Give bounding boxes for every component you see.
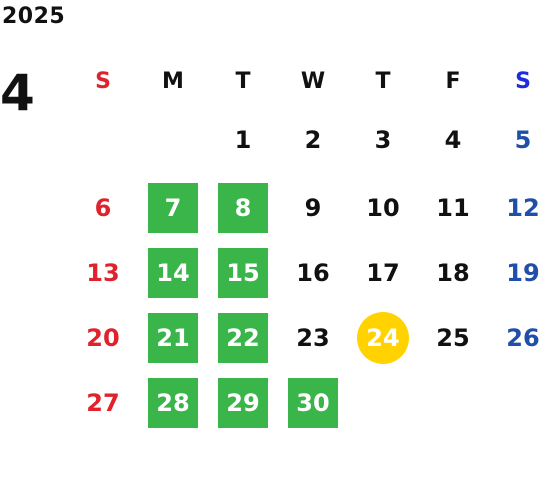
highlighted-day-cell[interactable]: 30 [278, 370, 348, 435]
day-number: 27 [86, 388, 120, 417]
day-number: 6 [94, 193, 112, 222]
day-number: 18 [436, 258, 470, 287]
day-number: 15 [218, 247, 268, 298]
day-number: 22 [218, 312, 268, 363]
day-number: 11 [436, 193, 470, 222]
day-number: 29 [218, 377, 268, 428]
day-number: 30 [288, 377, 338, 428]
day-number: 20 [86, 323, 120, 352]
day-number: 16 [296, 258, 330, 287]
highlighted-day-cell[interactable]: 8 [208, 175, 278, 240]
highlighted-day-cell[interactable]: 29 [208, 370, 278, 435]
empty-day-cell [138, 105, 208, 175]
day-number: 4 [444, 126, 462, 154]
day-number: 5 [514, 126, 532, 154]
day-cell[interactable]: 6 [68, 175, 138, 240]
day-cell[interactable]: 18 [418, 240, 488, 305]
day-cell[interactable]: 2 [278, 105, 348, 175]
month-label: 4 [0, 64, 35, 122]
day-cell[interactable]: 13 [68, 240, 138, 305]
day-cell[interactable]: 25 [418, 305, 488, 370]
day-number: 24 [357, 311, 409, 364]
weekday-header: W [300, 68, 326, 94]
day-number: 25 [436, 323, 470, 352]
day-number: 2 [304, 126, 322, 154]
highlighted-day-cell[interactable]: 15 [208, 240, 278, 305]
weekday-header: T [235, 68, 251, 94]
highlighted-day-cell[interactable]: 28 [138, 370, 208, 435]
day-number: 10 [366, 193, 400, 222]
day-cell[interactable]: 4 [418, 105, 488, 175]
day-number: 26 [506, 323, 540, 352]
empty-day-cell [348, 370, 418, 435]
highlighted-day-cell[interactable]: 21 [138, 305, 208, 370]
day-number: 3 [374, 126, 392, 154]
highlighted-day-cell[interactable]: 22 [208, 305, 278, 370]
empty-day-cell [68, 105, 138, 175]
day-number: 9 [304, 193, 322, 222]
weekday-header: M [162, 68, 184, 94]
day-number: 13 [86, 258, 120, 287]
highlighted-day-cell[interactable]: 7 [138, 175, 208, 240]
empty-day-cell [488, 370, 548, 435]
day-cell[interactable]: 16 [278, 240, 348, 305]
day-cell[interactable]: 20 [68, 305, 138, 370]
day-number: 19 [506, 258, 540, 287]
weekday-header: F [445, 68, 461, 94]
day-cell[interactable]: 5 [488, 105, 548, 175]
day-cell[interactable]: 23 [278, 305, 348, 370]
day-cell[interactable]: 17 [348, 240, 418, 305]
day-number: 8 [218, 182, 268, 233]
day-cell[interactable]: 27 [68, 370, 138, 435]
day-cell[interactable]: 12 [488, 175, 548, 240]
day-number: 28 [148, 377, 198, 428]
day-cell[interactable]: 26 [488, 305, 548, 370]
day-cell[interactable]: 3 [348, 105, 418, 175]
day-cell[interactable]: 11 [418, 175, 488, 240]
day-number: 14 [148, 247, 198, 298]
weekday-header: S [515, 68, 531, 94]
day-number: 1 [234, 126, 252, 154]
weekday-header: S [95, 68, 111, 94]
day-number: 7 [148, 182, 198, 233]
year-label: 2025 [2, 4, 66, 29]
day-cell[interactable]: 19 [488, 240, 548, 305]
weekday-header: T [375, 68, 391, 94]
day-number: 21 [148, 312, 198, 363]
day-cell[interactable]: 1 [208, 105, 278, 175]
highlighted-day-cell[interactable]: 14 [138, 240, 208, 305]
day-number: 17 [366, 258, 400, 287]
day-cell[interactable]: 10 [348, 175, 418, 240]
today-day-cell[interactable]: 24 [348, 305, 418, 370]
empty-day-cell [418, 370, 488, 435]
day-cell[interactable]: 9 [278, 175, 348, 240]
day-number: 12 [506, 193, 540, 222]
day-number: 23 [296, 323, 330, 352]
